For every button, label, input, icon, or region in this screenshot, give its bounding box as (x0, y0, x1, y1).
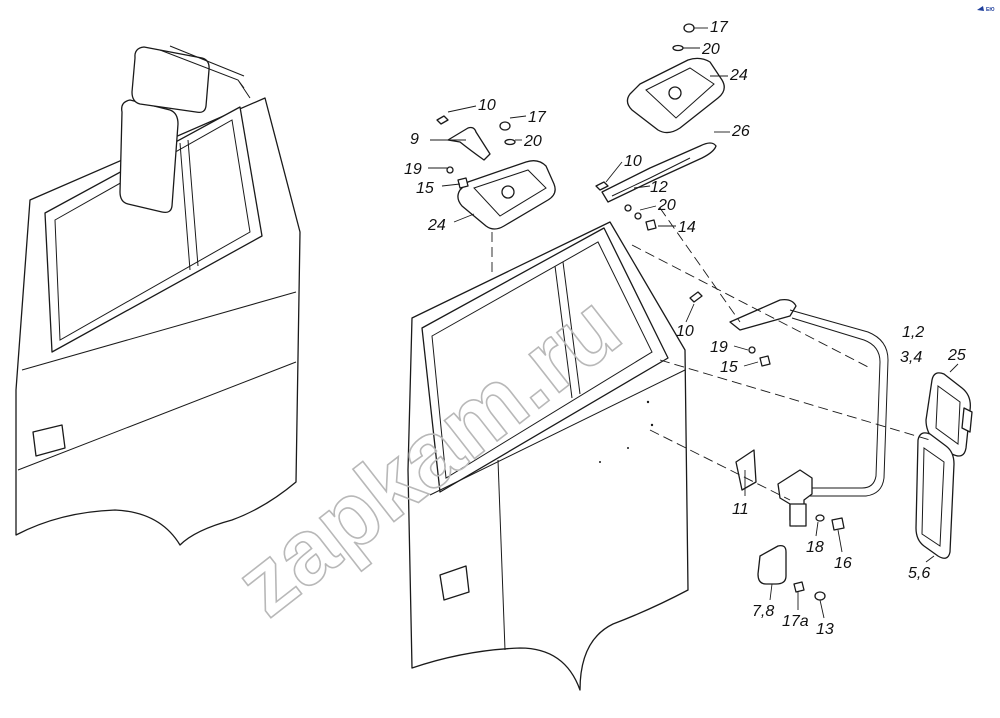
bolt-15-right (759, 355, 771, 367)
washer-18 (815, 514, 825, 522)
callout-20-right: 20 (657, 197, 676, 214)
callout-24-top: 24 (729, 67, 748, 84)
callout-14: 14 (678, 219, 696, 236)
left-mirror-upper (131, 46, 210, 114)
nut-17-mid (499, 121, 511, 131)
callout-19-right: 19 (710, 339, 728, 356)
nut-17-top (683, 23, 695, 33)
left-mirror-bracket (159, 45, 251, 99)
pin-10-low (689, 291, 703, 303)
washer-20-top (672, 44, 684, 52)
mirror-cover-plate-top (626, 57, 725, 134)
corner-badge: ЕЮ (977, 6, 995, 13)
left-door-handle-recess (32, 424, 66, 457)
callout-12: 12 (650, 179, 668, 196)
left-door-window-divider (179, 142, 191, 271)
callout-10-top: 10 (478, 97, 496, 114)
cover-11 (735, 449, 757, 491)
bolt-16 (831, 517, 845, 531)
callout-17-mid: 17 (528, 109, 547, 126)
callout-16: 16 (834, 555, 852, 572)
center-door (407, 221, 689, 691)
callout-20-top: 20 (701, 41, 720, 58)
rod-upper-clamp (729, 298, 797, 331)
left-door-lower-crease (17, 361, 297, 471)
callout-18: 18 (806, 539, 824, 556)
screw-17a (793, 581, 805, 593)
callout-24-left: 24 (427, 217, 446, 234)
nut-13 (814, 591, 826, 601)
center-door-vertical-seam (497, 459, 506, 651)
callout-10-low: 10 (676, 323, 694, 340)
callout-1-2: 1,2 (902, 324, 924, 341)
callout-15-right: 15 (720, 359, 738, 376)
left-door-belt-line (21, 291, 297, 371)
callout-labels: 17 20 24 26 10 17 9 20 19 15 24 10 12 20… (404, 19, 966, 638)
mirror-25 (925, 372, 973, 457)
callout-5-6: 5,6 (908, 565, 930, 582)
cap-7-8 (757, 544, 787, 585)
corner-badge-icon (977, 6, 984, 11)
left-door-assembled (15, 45, 301, 546)
leader-lines (428, 27, 959, 619)
callout-11: 11 (732, 501, 749, 518)
washer-20-mid (504, 138, 516, 146)
mirror-cover-plate-left (457, 160, 556, 230)
callout-3-4: 3,4 (900, 349, 922, 366)
callout-26: 26 (731, 123, 750, 140)
washer-20-right-2 (634, 212, 642, 220)
mirror-hinge-base (789, 503, 807, 527)
assembly-guide-lines (491, 207, 931, 501)
rod-main (789, 309, 889, 497)
mirror-rod-assembly (729, 298, 889, 497)
exploded-parts (436, 23, 973, 601)
callout-15-left: 15 (416, 180, 434, 197)
callout-17-top: 17 (710, 19, 729, 36)
corner-badge-text: ЕЮ (986, 7, 995, 13)
bolt-15-left (457, 177, 469, 189)
callout-9: 9 (410, 131, 419, 148)
mirror-5-6 (915, 432, 955, 559)
callout-19-left: 19 (404, 161, 422, 178)
washer-20-right (624, 204, 632, 212)
bracket-9 (447, 126, 491, 161)
callout-10-mid: 10 (624, 153, 642, 170)
bolt-14 (645, 219, 657, 231)
callout-20-mid: 20 (523, 133, 542, 150)
pin-10-top (436, 115, 449, 125)
center-door-window-frame (421, 227, 669, 493)
pin-10-mid (595, 181, 609, 191)
left-mirror-lower (119, 99, 179, 214)
callout-7-8: 7,8 (752, 603, 774, 620)
callout-25: 25 (947, 347, 966, 364)
washer-19-right (748, 346, 756, 354)
center-door-handle-recess (439, 565, 470, 601)
center-door-lower-edge (429, 369, 686, 496)
center-door-window-divider (554, 265, 573, 399)
callout-17a: 17а (782, 613, 809, 630)
washer-19-left (446, 166, 454, 174)
callout-13: 13 (816, 621, 834, 638)
